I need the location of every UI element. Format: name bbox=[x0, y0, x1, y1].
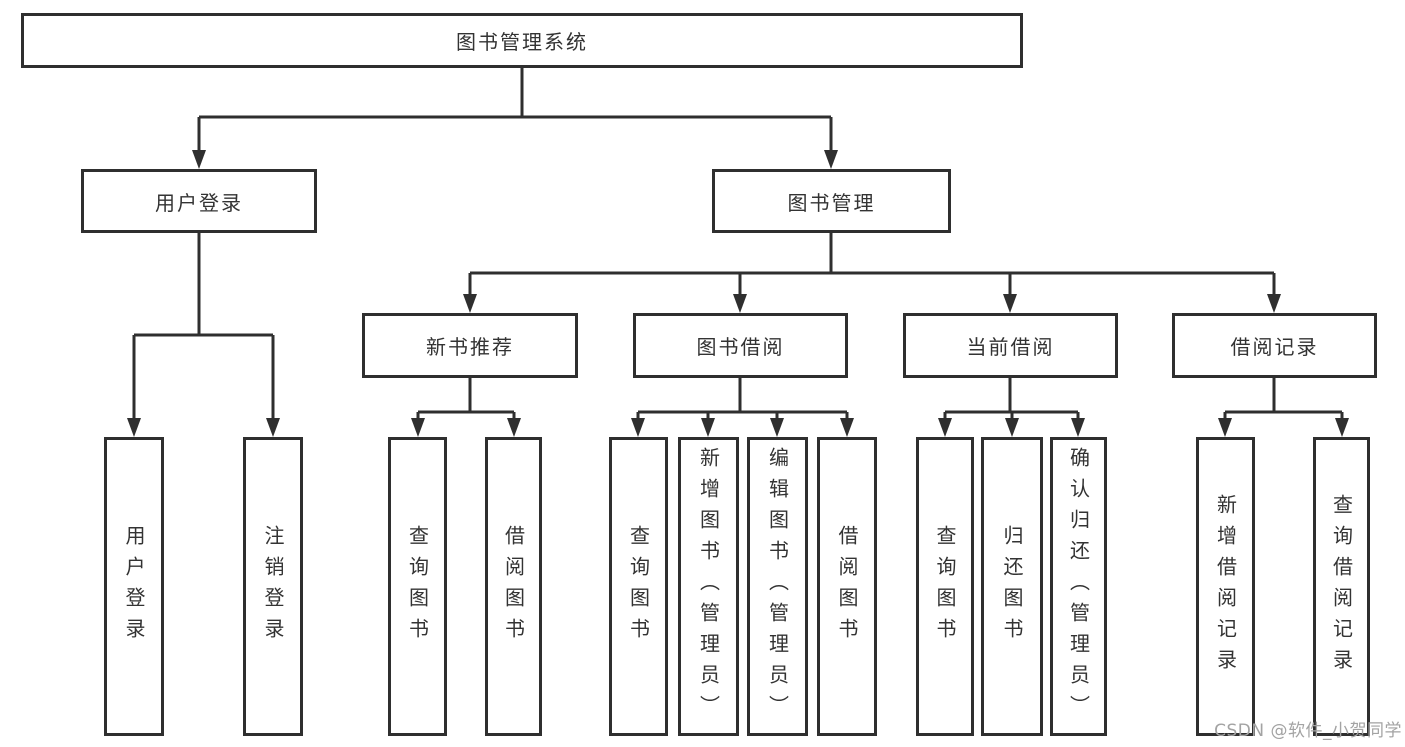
leaf-confirm-return-admin-label: 确认归还（管理员） bbox=[1066, 447, 1091, 726]
node-system-root: 图书管理系统 bbox=[21, 13, 1023, 68]
node-borrow-records-label: 借阅记录 bbox=[1230, 335, 1319, 359]
leaf-confirm-return-admin: 确认归还（管理员） bbox=[1050, 437, 1107, 736]
node-book-borrowing: 图书借阅 bbox=[633, 313, 848, 378]
leaf-edit-book-admin: 编辑图书（管理员） bbox=[747, 437, 808, 736]
csdn-watermark: CSDN @软件_小贺同学 bbox=[1214, 721, 1402, 741]
node-user-login-label: 用户登录 bbox=[155, 190, 243, 215]
leaf-query-books: 查询图书 bbox=[609, 437, 668, 736]
node-new-book-recommend: 新书推荐 bbox=[362, 313, 578, 378]
leaf-add-book-admin-label: 新增图书（管理员） bbox=[696, 447, 721, 726]
leaf-query-books: 查询图书 bbox=[916, 437, 974, 736]
node-book-management: 图书管理 bbox=[712, 169, 951, 233]
leaf-logout-label: 注销登录 bbox=[261, 524, 285, 649]
leaf-add-borrow-record: 新增借阅记录 bbox=[1196, 437, 1255, 736]
leaf-query-books-label: 查询图书 bbox=[405, 524, 430, 649]
leaf-borrow-books: 借阅图书 bbox=[485, 437, 542, 736]
leaf-add-book-admin: 新增图书（管理员） bbox=[678, 437, 739, 736]
node-book-management-label: 图书管理 bbox=[787, 190, 876, 215]
node-book-borrowing-label: 图书借阅 bbox=[696, 335, 785, 359]
leaf-query-books: 查询图书 bbox=[388, 437, 447, 736]
leaf-borrow-books-label: 借阅图书 bbox=[501, 524, 526, 649]
node-system-root-label: 图书管理系统 bbox=[456, 30, 588, 54]
leaf-logout: 注销登录 bbox=[243, 437, 303, 736]
leaf-edit-book-admin-label: 编辑图书（管理员） bbox=[765, 447, 790, 726]
node-borrow-records: 借阅记录 bbox=[1172, 313, 1377, 378]
leaf-query-books-label: 查询图书 bbox=[933, 524, 957, 649]
leaf-return-books-label: 归还图书 bbox=[1000, 524, 1024, 649]
node-user-login: 用户登录 bbox=[81, 169, 317, 233]
leaf-query-borrow-record: 查询借阅记录 bbox=[1313, 437, 1370, 736]
leaf-user-login-label: 用户登录 bbox=[122, 524, 146, 649]
leaf-query-borrow-record-label: 查询借阅记录 bbox=[1329, 493, 1354, 680]
node-current-borrowing: 当前借阅 bbox=[903, 313, 1118, 378]
node-current-borrowing-label: 当前借阅 bbox=[966, 335, 1055, 359]
arrowheads bbox=[127, 150, 1349, 437]
leaf-borrow-books: 借阅图书 bbox=[817, 437, 877, 736]
leaf-user-login: 用户登录 bbox=[104, 437, 164, 736]
leaf-add-borrow-record-label: 新增借阅记录 bbox=[1213, 493, 1238, 680]
node-new-book-recommend-label: 新书推荐 bbox=[426, 335, 514, 359]
leaf-query-books-label: 查询图书 bbox=[626, 524, 651, 649]
leaf-return-books: 归还图书 bbox=[981, 437, 1043, 736]
leaf-borrow-books-label: 借阅图书 bbox=[835, 524, 859, 649]
